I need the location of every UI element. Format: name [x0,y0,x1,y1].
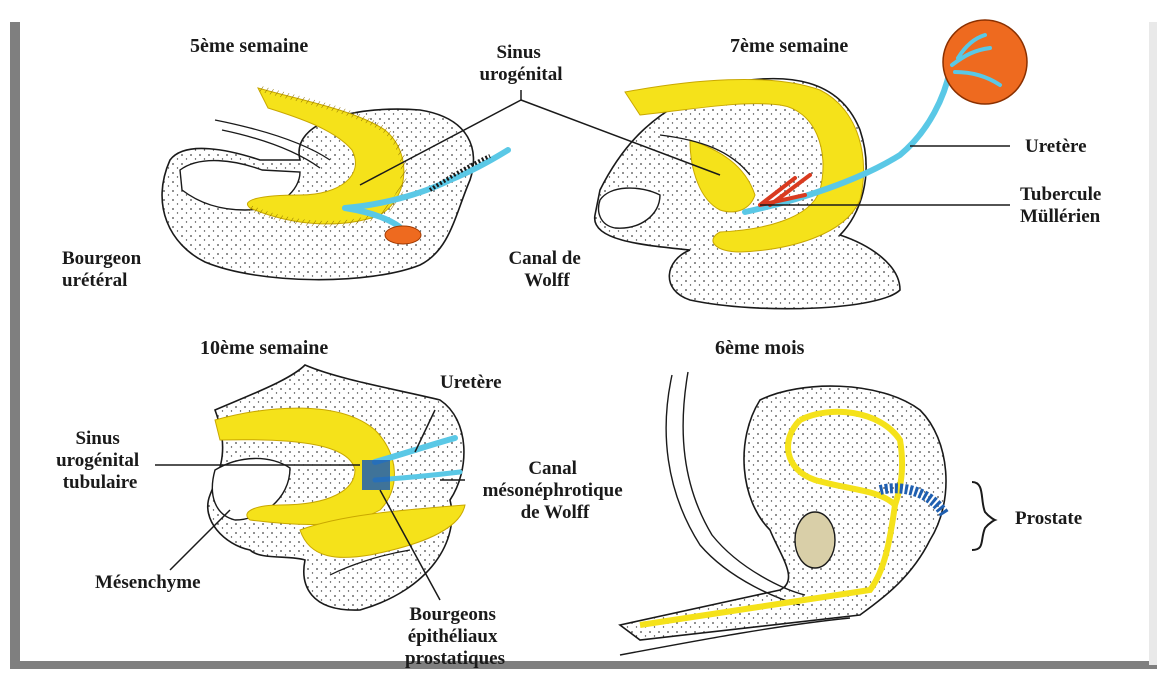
label-uretere-top: Uretère [1025,136,1087,157]
panel-10-weeks [208,365,465,610]
prostatic-buds [362,460,390,490]
label-sinus-urogenital: Sinus urogénital [479,42,562,85]
label-canal-mesonephrotique: Canal mésonéphrotique de Wolff [483,458,628,523]
label-prostate: Prostate [1015,508,1082,529]
panel-6-months [620,372,995,655]
panel-title-6-months: 6ème mois [715,337,805,359]
seminal-structure [795,512,835,568]
panel-7-weeks [595,20,1027,309]
label-sinus-urogenital-tubulaire: Sinus urogénital tubulaire [56,428,144,493]
panel-title-10-weeks: 10ème semaine [200,337,328,359]
panel-title-5-weeks: 5ème semaine [190,35,308,57]
panel-5-weeks [162,88,508,280]
prostate-brace [972,482,995,550]
metanephric-blastema [385,226,421,244]
label-canal-de-wolff: Canal de Wolff [508,248,585,291]
label-bourgeons-prostatiques: Bourgeons épithéliaux prostatiques [405,604,505,669]
label-uretere-bottom: Uretère [440,372,502,393]
label-tubercule-mullerien: Tubercule Müllérien [1020,184,1106,227]
label-mesenchyme: Mésenchyme [95,572,201,593]
panel-title-7-weeks: 7ème semaine [730,35,848,57]
label-bourgeon-ureteral: Bourgeon urétéral [62,248,146,291]
